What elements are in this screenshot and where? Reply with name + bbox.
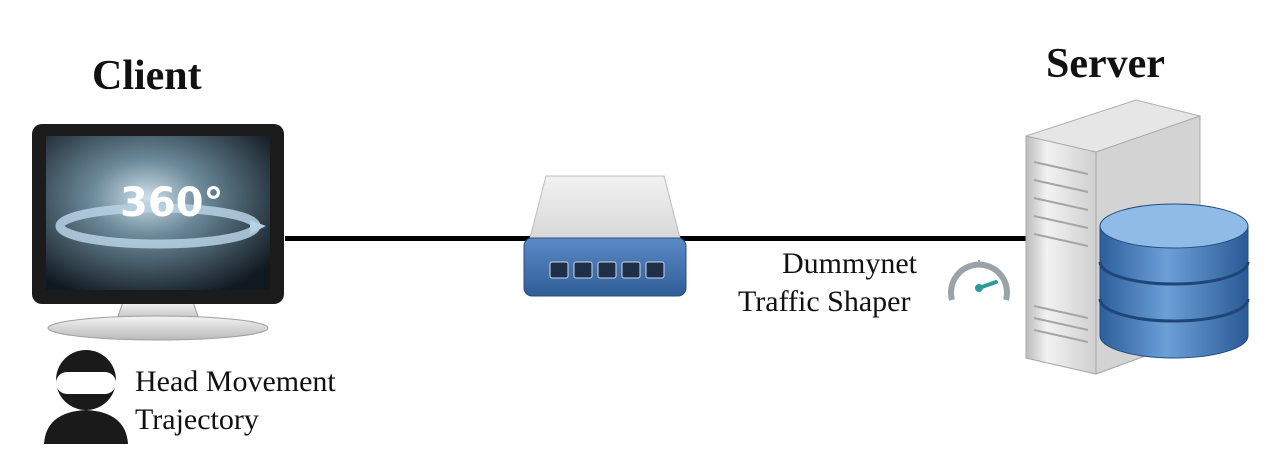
vr-headset-user-icon [40, 344, 132, 444]
database-icon [1094, 196, 1254, 366]
network-switch-icon [520, 172, 690, 302]
head-movement-label-line1: Head Movement [135, 365, 336, 398]
head-movement-label-line2: Trajectory [135, 403, 259, 436]
client-switch-link [285, 236, 535, 241]
speedometer-icon [944, 250, 1014, 306]
screen-360-text: 360° [120, 180, 224, 226]
server-title: Server [1046, 41, 1165, 87]
client-title: Client [92, 53, 202, 99]
shaper-label-line1: Dummynet [782, 247, 917, 280]
monitor-icon [28, 122, 288, 344]
shaper-label-line2: Traffic Shaper [738, 285, 911, 318]
switch-server-link [680, 236, 1030, 241]
